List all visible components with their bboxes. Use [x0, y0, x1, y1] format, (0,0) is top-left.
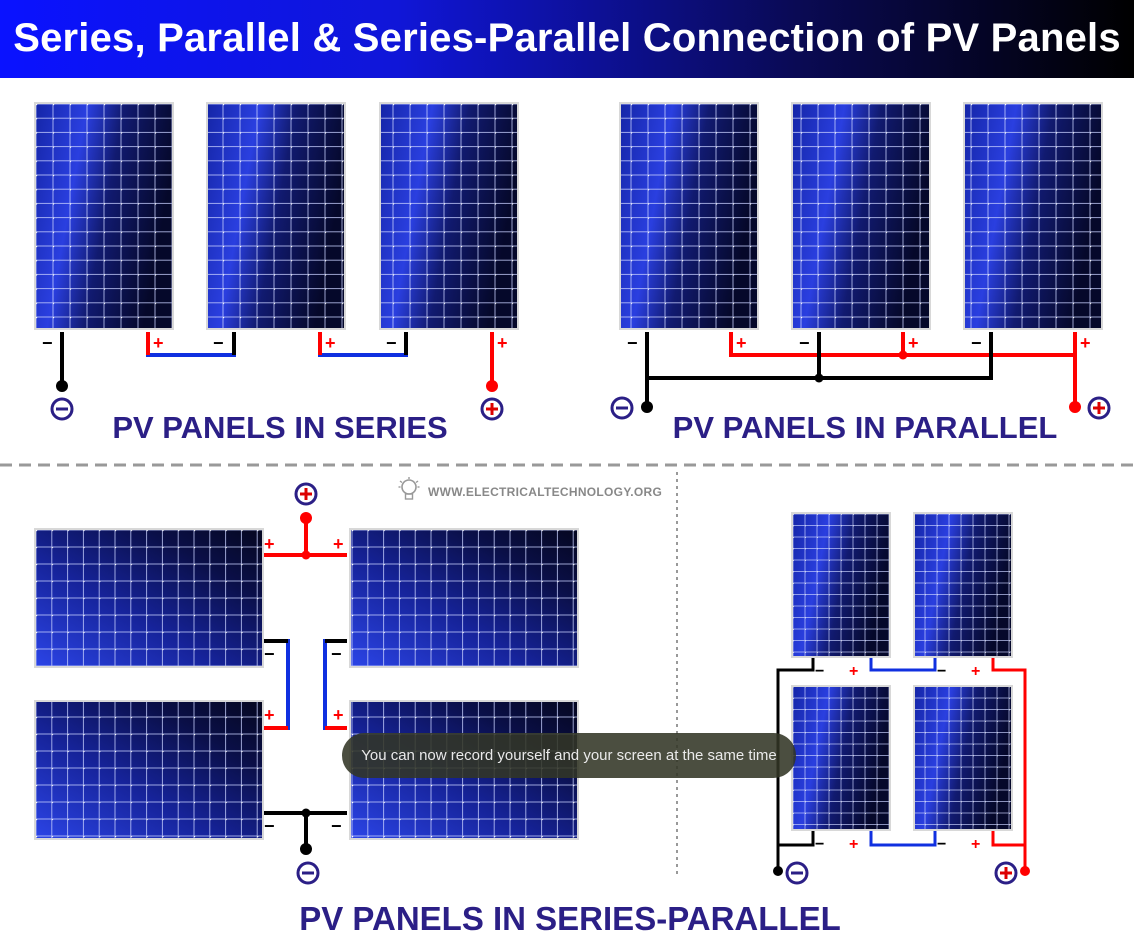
- svg-text:−: −: [331, 644, 342, 664]
- sp-portrait-panel-1: [791, 512, 891, 658]
- watermark-text: WWW.ELECTRICALTECHNOLOGY.ORG: [428, 485, 663, 499]
- svg-text:+: +: [325, 333, 336, 353]
- sp-portrait-panel-2: [913, 512, 1013, 658]
- svg-text:−: −: [937, 663, 946, 680]
- sp-landscape-terminal-marks: + + − − + + − −: [264, 534, 344, 836]
- svg-text:+: +: [971, 836, 980, 853]
- svg-text:−: −: [799, 333, 810, 353]
- svg-text:−: −: [213, 333, 224, 353]
- lightbulb-icon: [398, 476, 420, 509]
- sp-portrait-positive-terminal-icon: [994, 861, 1018, 885]
- svg-text:+: +: [736, 333, 747, 353]
- sp-positive-terminal-icon: [294, 482, 318, 506]
- svg-text:+: +: [849, 663, 858, 680]
- series-panel-1: [34, 102, 174, 330]
- series-parallel-label: PV PANELS IN SERIES-PARALLEL: [299, 900, 841, 937]
- parallel-panel-3: [963, 102, 1103, 330]
- parallel-panel-1: [619, 102, 759, 330]
- svg-text:+: +: [333, 534, 344, 554]
- page-title: Series, Parallel & Series-Parallel Conne…: [13, 16, 1121, 60]
- sp-landscape-panel-3: [34, 700, 264, 840]
- parallel-terminal-marks: − + − + − +: [627, 333, 1091, 353]
- svg-text:+: +: [264, 534, 275, 554]
- parallel-negative-terminal-icon: [610, 396, 634, 420]
- parallel-wiring: [645, 332, 1077, 405]
- svg-text:−: −: [264, 644, 275, 664]
- svg-text:−: −: [815, 663, 824, 680]
- svg-text:−: −: [264, 816, 275, 836]
- sp-portrait-terminal-marks: − + − + − + − +: [815, 663, 980, 853]
- series-positive-terminal-icon: [480, 397, 504, 421]
- svg-text:−: −: [386, 333, 397, 353]
- series-negative-terminal-icon: [50, 397, 74, 421]
- series-panel-3: [379, 102, 519, 330]
- series-label: PV PANELS IN SERIES: [112, 410, 448, 445]
- series-terminal-marks: − + − + − +: [42, 333, 508, 353]
- svg-text:+: +: [153, 333, 164, 353]
- svg-text:+: +: [333, 705, 344, 725]
- series-panel-2: [206, 102, 346, 330]
- svg-text:+: +: [1080, 333, 1091, 353]
- watermark: WWW.ELECTRICALTECHNOLOGY.ORG: [398, 476, 663, 509]
- header-banner: Series, Parallel & Series-Parallel Conne…: [0, 0, 1134, 78]
- sp-landscape-panel-1: [34, 528, 264, 668]
- sp-landscape-wiring: [264, 518, 347, 848]
- svg-text:−: −: [42, 333, 53, 353]
- svg-text:−: −: [971, 333, 982, 353]
- svg-text:−: −: [627, 333, 638, 353]
- parallel-panel-2: [791, 102, 931, 330]
- sp-negative-terminal-icon: [296, 861, 320, 885]
- svg-text:+: +: [264, 705, 275, 725]
- pv-connection-diagram: − + − + − + −: [0, 102, 1134, 885]
- sp-portrait-negative-terminal-icon: [785, 861, 809, 885]
- screen-record-toast[interactable]: You can now record yourself and your scr…: [342, 733, 796, 778]
- svg-text:+: +: [497, 333, 508, 353]
- parallel-label: PV PANELS IN PARALLEL: [672, 410, 1058, 445]
- svg-text:−: −: [331, 816, 342, 836]
- sp-landscape-panel-2: [349, 528, 579, 668]
- series-wiring: [60, 332, 494, 385]
- svg-text:−: −: [815, 836, 824, 853]
- svg-text:+: +: [971, 663, 980, 680]
- sp-portrait-panel-4: [913, 685, 1013, 831]
- svg-text:+: +: [908, 333, 919, 353]
- parallel-positive-terminal-icon: [1087, 396, 1111, 420]
- svg-text:−: −: [937, 836, 946, 853]
- svg-text:+: +: [849, 836, 858, 853]
- sp-portrait-panel-3: [791, 685, 891, 831]
